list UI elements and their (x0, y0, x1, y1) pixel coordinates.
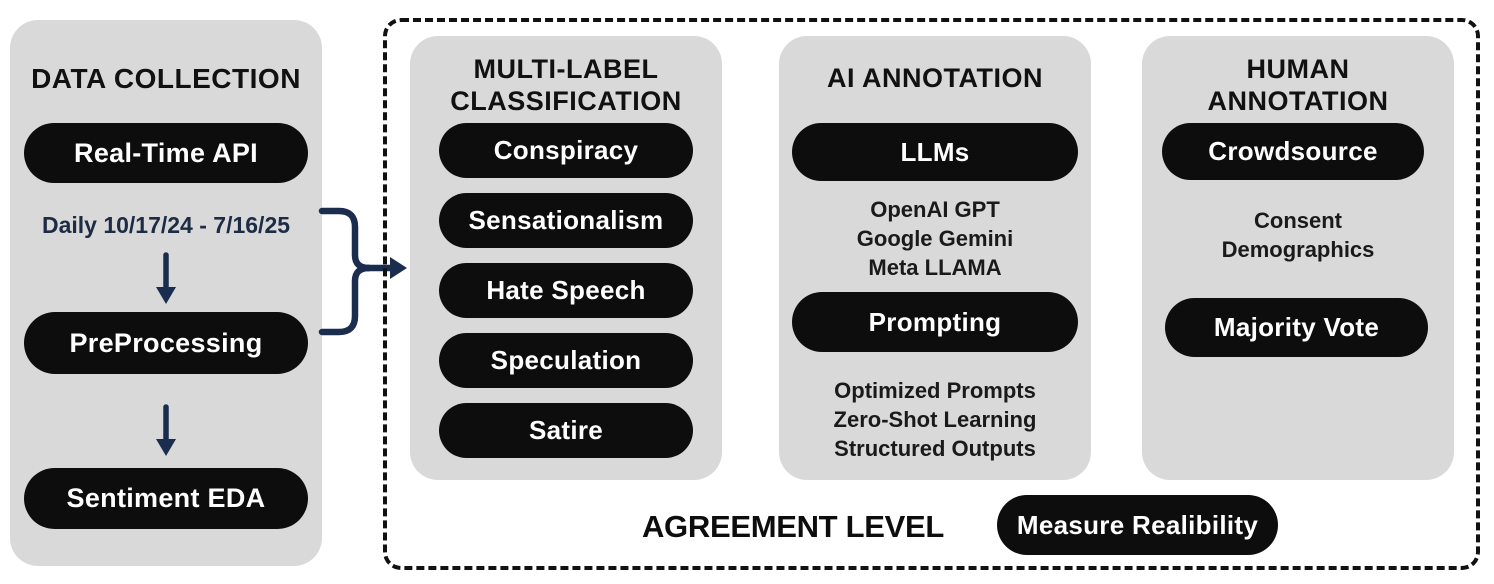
data-collection-panel: DATA COLLECTION Real-Time API Daily 10/1… (10, 20, 322, 566)
speculation-pill: Speculation (439, 333, 693, 388)
sentiment-eda-pill: Sentiment EDA (24, 468, 308, 529)
merge-arrow-icon (310, 190, 420, 350)
data-collection-title: DATA COLLECTION (31, 63, 301, 94)
llm-models-list: OpenAI GPT Google Gemini Meta LLAMA (856, 197, 1014, 280)
human-annotation-title: HUMAN ANNOTATION (1207, 54, 1389, 116)
ai-annotation-panel: AI ANNOTATION LLMs OpenAI GPT Google Gem… (779, 36, 1091, 480)
real-time-api-pill: Real-Time API (24, 123, 308, 183)
llms-pill: LLMs (792, 123, 1078, 181)
majority-vote-pill: Majority Vote (1165, 298, 1428, 357)
preprocessing-pill: PreProcessing (24, 312, 308, 374)
satire-pill: Satire (439, 403, 693, 458)
hate-speech-pill: Hate Speech (439, 263, 693, 318)
prompting-pill: Prompting (792, 292, 1078, 352)
down-arrow-icon (153, 404, 179, 458)
date-range-label: Daily 10/17/24 - 7/16/25 (41, 212, 291, 238)
prompt-techniques-list: Optimized Prompts Zero-Shot Learning Str… (833, 378, 1037, 461)
human-annotation-panel: HUMAN ANNOTATION Crowdsource Consent Dem… (1142, 36, 1454, 480)
down-arrow-icon (153, 252, 179, 306)
ai-annotation-title: AI ANNOTATION (827, 63, 1043, 93)
conspiracy-pill: Conspiracy (439, 123, 693, 178)
classification-title: MULTI-LABEL CLASSIFICATION (450, 54, 682, 116)
sensationalism-pill: Sensationalism (439, 193, 693, 248)
agreement-level-label: AGREEMENT LEVEL (641, 509, 945, 544)
measure-reliability-pill: Measure Realibility (997, 495, 1278, 555)
crowdsource-pill: Crowdsource (1162, 123, 1424, 180)
annotation-pipeline-box (383, 18, 1480, 570)
participant-details-list: Consent Demographics (1221, 208, 1375, 262)
classification-panel: MULTI-LABEL CLASSIFICATION Conspiracy Se… (410, 36, 722, 480)
